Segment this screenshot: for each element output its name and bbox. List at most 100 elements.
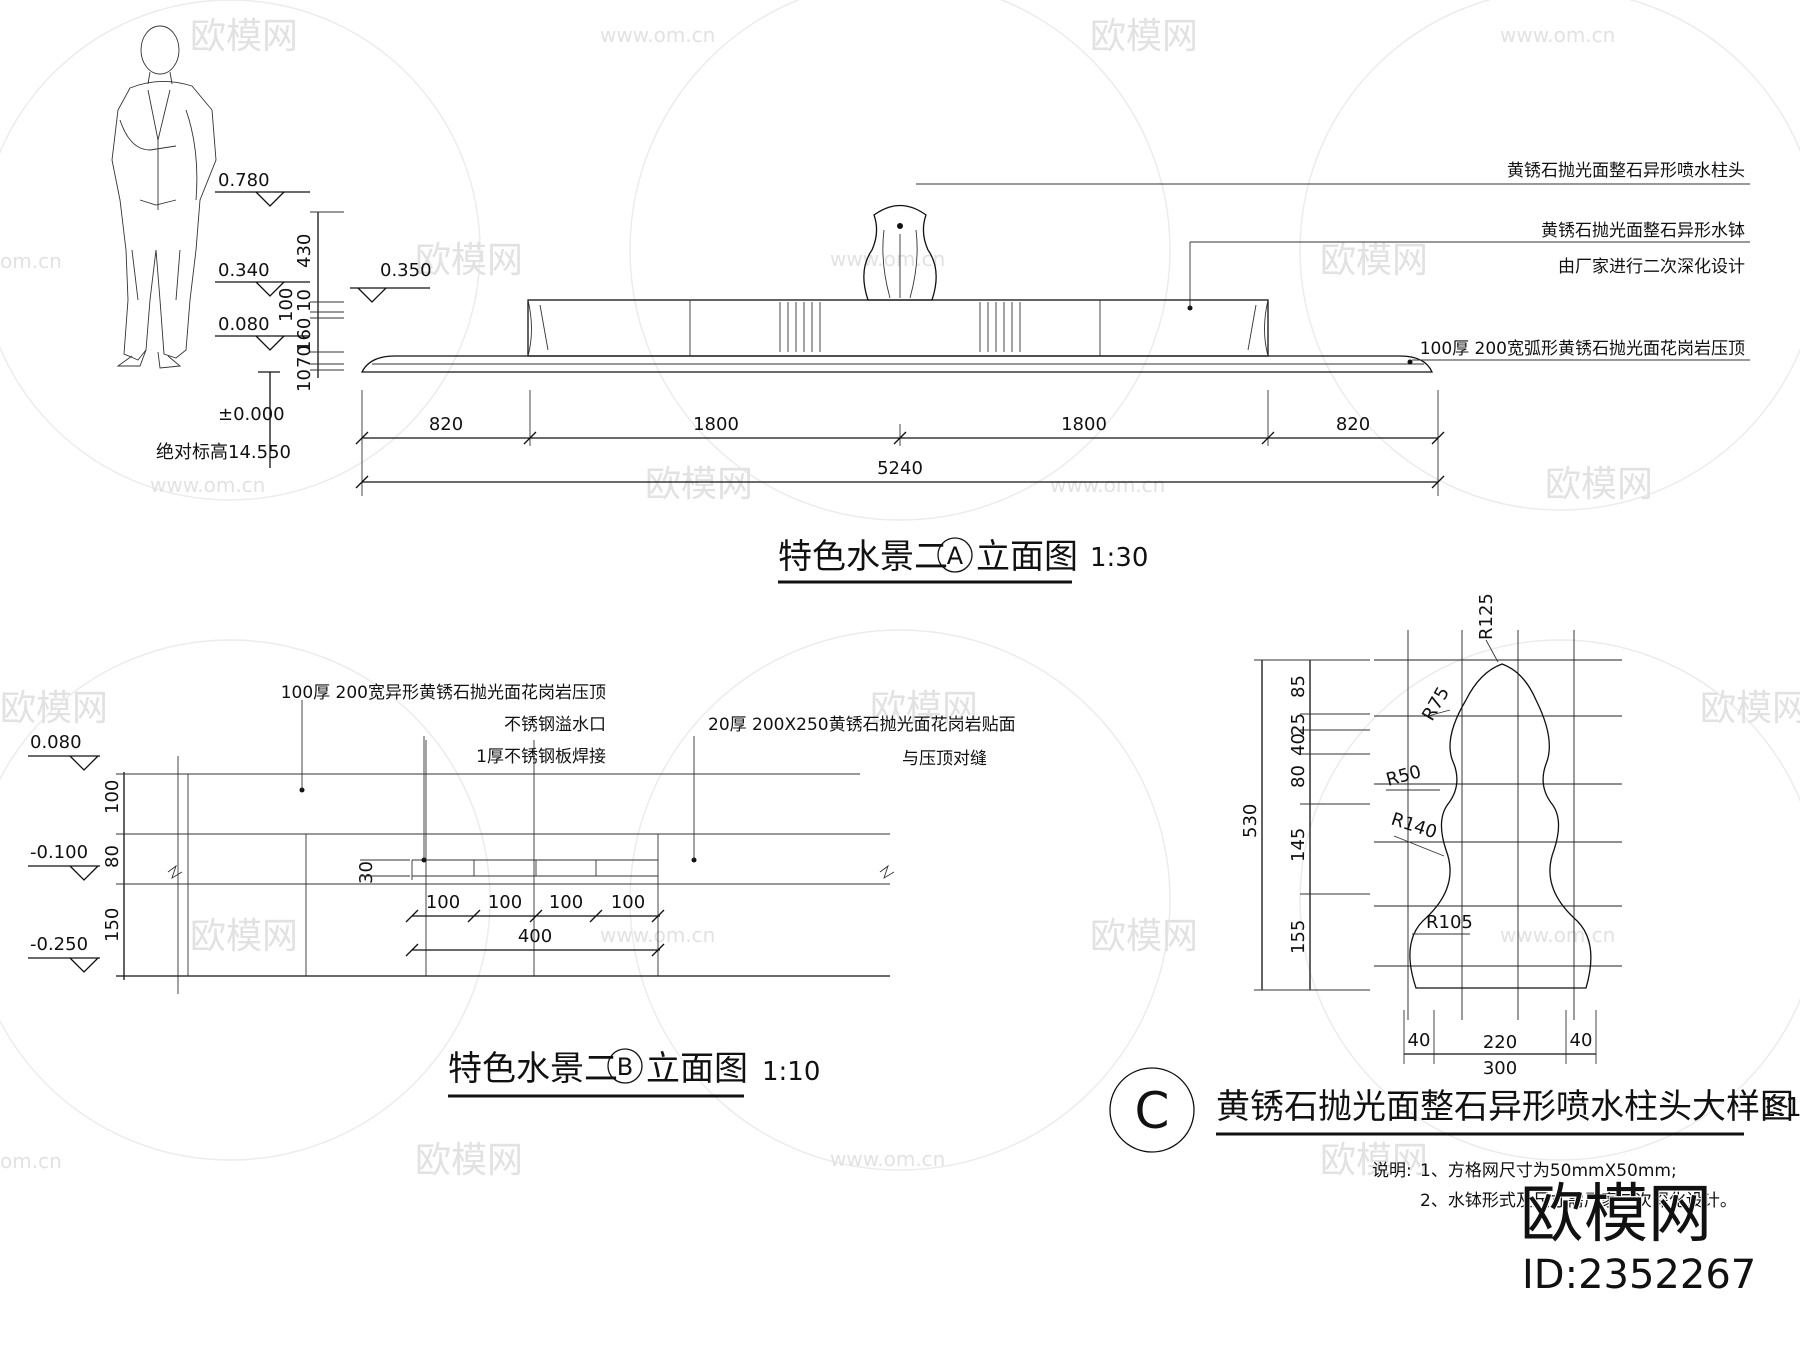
drawing-scale: 1:30	[1090, 543, 1148, 573]
radius-label: R140	[1388, 809, 1439, 843]
note-line: 1、方格网尺寸为50mmX50mm;	[1420, 1161, 1677, 1181]
horizontal-dimension-chain-c: 40 220 40 300	[1403, 1010, 1597, 1079]
dim-label: 400	[518, 926, 552, 947]
watermark-logo: 欧模网	[1700, 688, 1800, 729]
spout-head-profile	[1409, 663, 1592, 989]
level-marker: -0.250	[28, 934, 100, 973]
dim-label: 100	[488, 892, 522, 913]
callout-label: 由厂家进行二次深化设计	[1558, 257, 1745, 277]
dim-label: 5240	[877, 458, 923, 479]
callout-label: 与压顶对缝	[902, 749, 987, 769]
dim-label: 300	[1483, 1058, 1517, 1079]
dim-label: 40	[1288, 733, 1309, 756]
elevation-a: 0.780 0.340 0.080 ±0.000 绝对标高14.550 0.35…	[111, 25, 1750, 584]
corner-id: ID:2352267	[1522, 1252, 1756, 1298]
callout-label: 黄锈石抛光面整石异形水钵	[1541, 221, 1745, 241]
dim-label: 30	[356, 861, 377, 884]
watermark-url: www.om.cn	[150, 473, 265, 497]
notes-label: 说明:	[1372, 1161, 1412, 1181]
dim-label: 430	[294, 234, 315, 268]
level-marker: 0.340	[215, 260, 310, 297]
title-circle-label: A	[947, 542, 964, 570]
note-line: 2、水钵形式及尺寸需厂家二次深化设计。	[1420, 1191, 1737, 1211]
dim-label: 160	[294, 318, 315, 352]
dim-label: 1800	[693, 414, 739, 435]
watermark-logo: 欧模网	[870, 688, 978, 729]
dim-label: 100	[276, 288, 297, 322]
callout-leaders-a: 黄锈石抛光面整石异形喷水柱头 黄锈石抛光面整石异形水钵 由厂家进行二次深化设计 …	[916, 161, 1750, 361]
watermark-url: www.om.cn	[1500, 23, 1615, 47]
title-circle-label: B	[617, 1053, 633, 1081]
dim-label: 40	[1408, 1030, 1431, 1051]
dim-label: 10	[294, 289, 315, 312]
watermark-url: www.om.cn	[1500, 923, 1615, 947]
level-label: -0.100	[30, 842, 88, 863]
title-circle-label: C	[1135, 1082, 1170, 1140]
drawing-title: 黄锈石抛光面整石异形喷水柱头大样图	[1216, 1087, 1794, 1127]
vertical-dimension-chain-c: 85 25 40 80 145 155 530	[1240, 659, 1370, 991]
level-marker: 0.350	[350, 260, 432, 303]
drawing-scale: 1:10	[1760, 1093, 1800, 1123]
callout-leaders-b: 100厚 200宽异形黄锈石抛光面花岗岩压顶 不锈钢溢水口 1厚不锈钢板焊接 2…	[281, 683, 1016, 860]
fountain-elevation-a	[360, 204, 1433, 373]
dim-label: 145	[1288, 828, 1309, 862]
watermark-logo: 欧模网	[190, 16, 298, 57]
dim-label: 100	[102, 780, 123, 814]
dim-label: 150	[102, 908, 123, 942]
dim-label: 100	[549, 892, 583, 913]
vertical-dimension-chain: 430 100 10 160 70 10	[276, 211, 344, 392]
dim-label: 1800	[1061, 414, 1107, 435]
watermark-url: om.cn	[0, 249, 62, 273]
corner-watermark: 欧模网 ID:2352267	[1519, 1177, 1757, 1299]
watermark-logo: 欧模网	[0, 688, 108, 729]
dim-label: 40	[1570, 1030, 1593, 1051]
drawing-title-suffix: 立面图	[976, 537, 1078, 577]
dim-label: 100	[426, 892, 460, 913]
drawing-title: 特色水景二	[448, 1049, 618, 1089]
dim-label: 80	[1288, 765, 1309, 788]
dim-label: 820	[429, 414, 463, 435]
watermark-url: www.om.cn	[830, 1147, 945, 1171]
detail-notes: 说明: 1、方格网尺寸为50mmX50mm; 2、水钵形式及尺寸需厂家二次深化设…	[1372, 1161, 1737, 1211]
level-label: -0.250	[30, 934, 88, 955]
title-b: 特色水景二 B 立面图 1:10	[448, 1048, 820, 1098]
radius-label: R75	[1418, 683, 1454, 724]
radius-label: R125	[1476, 593, 1497, 640]
watermark-url: www.om.cn	[1050, 473, 1165, 497]
elevation-b: 0.080 -0.100 -0.250 100 80 150 30	[28, 683, 1016, 1098]
level-marker: 0.080	[28, 732, 100, 771]
callout-label: 100厚 200宽异形黄锈石抛光面花岗岩压顶	[281, 683, 606, 703]
title-c: C 黄锈石抛光面整石异形喷水柱头大样图 1:10	[1109, 1067, 1800, 1153]
radius-labels: R125 R75 R50 R140 R105	[1384, 593, 1499, 935]
radius-label: R105	[1426, 912, 1473, 933]
watermark-logo: 欧模网	[415, 1140, 523, 1181]
radius-label: R50	[1384, 761, 1424, 790]
dim-label: 820	[1336, 414, 1370, 435]
drawing-title-suffix: 立面图	[646, 1049, 748, 1089]
watermark-logo: 欧模网	[1090, 916, 1198, 957]
callout-label: 1厚不锈钢板焊接	[476, 747, 606, 767]
level-marker: 0.080	[215, 314, 310, 351]
level-marker: -0.100	[28, 842, 100, 881]
title-a: 特色水景二 A 立面图 1:30	[778, 537, 1148, 584]
human-figure-icon	[111, 25, 217, 369]
callout-label: 不锈钢溢水口	[504, 715, 606, 735]
vertical-dimension-chain-b: 100 80 150 30	[102, 772, 890, 980]
dim-label: 530	[1240, 804, 1261, 838]
level-label: 0.080	[218, 314, 270, 335]
dim-label: 155	[1288, 920, 1309, 954]
dim-label: 85	[1288, 675, 1309, 698]
watermark-url: om.cn	[0, 1149, 62, 1173]
watermark-logo: 欧模网	[415, 240, 523, 281]
watermark-logo: 欧模网	[1090, 16, 1198, 57]
watermark-layer: 欧模网 www.om.cn 欧模网 www.om.cn om.cn 欧模网 ww…	[0, 0, 1800, 1181]
level-label: 0.780	[218, 170, 270, 191]
dim-label: 220	[1483, 1032, 1517, 1053]
dim-label: 25	[1288, 713, 1309, 736]
level-marker: 0.780	[215, 170, 310, 207]
watermark-logo: 欧模网	[1320, 240, 1428, 281]
drawing-title: 特色水景二	[778, 537, 948, 577]
absolute-elevation-label: 绝对标高14.550	[156, 442, 291, 463]
level-marker: ±0.000 绝对标高14.550	[156, 371, 291, 468]
